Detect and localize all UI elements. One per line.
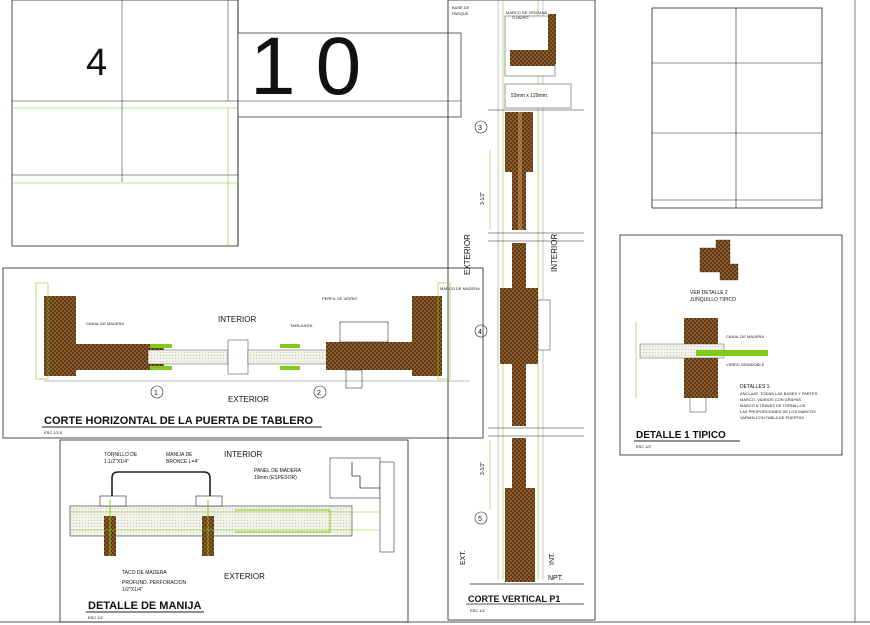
vertical-interior: INTERIOR xyxy=(550,234,559,272)
panel-spec: 19mm (ESPESOR) xyxy=(254,475,297,481)
svg-text:CANAL DE MADERA: CANAL DE MADERA xyxy=(86,321,124,326)
ver-detalle: VER DETALLE 2 xyxy=(690,290,728,296)
svg-text:PARQUE: PARQUE xyxy=(452,11,469,16)
sheet-number: 4 xyxy=(86,42,107,84)
vertical-int: INT. xyxy=(549,553,556,566)
dim-lower: 3-1/2" xyxy=(480,462,486,475)
svg-text:CANAL DE MADERA: CANAL DE MADERA xyxy=(726,334,764,339)
horizontal-title: CORTE HORIZONTAL DE LA PUERTA DE TABLERO xyxy=(44,415,314,427)
corte-horizontal: INTERIOR EXTERIOR 1 2 CANAL DE MADERA PE… xyxy=(2,267,484,439)
manija-exterior: EXTERIOR xyxy=(224,572,265,581)
svg-text:O MURO: O MURO xyxy=(512,15,528,20)
manija-scale: ESC 1/2 xyxy=(88,615,104,620)
svg-text:MARCO DE VENTANA: MARCO DE VENTANA xyxy=(506,10,548,15)
svg-text:ANCLAJE: TODAS LAS BASES Y PAR: ANCLAJE: TODAS LAS BASES Y PARTES xyxy=(740,391,818,396)
vertical-scale: ESC 1/2 xyxy=(470,608,486,613)
callout-3: 3 xyxy=(478,125,482,132)
callout-5: 5 xyxy=(478,516,482,523)
manija-label: MANIJA DE xyxy=(166,452,193,458)
tornillo-label: TORNILLO DE xyxy=(104,452,138,458)
tarugo-label: TACO DE MADERA xyxy=(122,570,167,576)
svg-text:VIDRIO SEMIDOBLE: VIDRIO SEMIDOBLE xyxy=(726,362,765,367)
vano-label: 53mm x 129mm. xyxy=(511,93,548,99)
manija-spec: BRONCE L=4" xyxy=(166,459,199,465)
corte-vertical-frame: 53mm x 129mm. BASE DE PARQUE MARCO DE VE… xyxy=(447,0,596,621)
panel-label: PANEL DE MADERA xyxy=(254,468,302,474)
callout-2: 2 xyxy=(317,390,321,397)
svg-text:VARIAN CON TABLA DE PUERTAS: VARIAN CON TABLA DE PUERTAS xyxy=(740,415,804,420)
svg-text:MARCO, VIDRIOS CON GRAPAS: MARCO, VIDRIOS CON GRAPAS xyxy=(740,397,801,402)
vertical-exterior: EXTERIOR xyxy=(463,234,472,275)
callout-1: 1 xyxy=(154,390,158,397)
svg-text:MARCO A TRAVES DE TORNILLOS: MARCO A TRAVES DE TORNILLOS xyxy=(740,403,806,408)
detalle-title: DETALLE 1 TIPICO xyxy=(636,430,726,441)
svg-text:PERFIL DE VIDRIO: PERFIL DE VIDRIO xyxy=(322,296,357,301)
tornillo-spec: 1.1/2"X1/4" xyxy=(104,459,129,465)
detalle-1: VER DETALLE 2 JUNQUILLO TIPICO CANAL DE … xyxy=(619,234,843,456)
detalles-head: DETALLES 1: xyxy=(740,384,771,390)
detalle-scale: ESC 1/2 xyxy=(636,444,652,449)
big-label: 10 xyxy=(250,21,381,112)
horizontal-scale: ESC 1/2.5 xyxy=(44,430,63,435)
vertical-npt: NPT. xyxy=(548,575,563,582)
callout-4: 4 xyxy=(478,329,482,336)
horizontal-exterior: EXTERIOR xyxy=(228,395,269,404)
svg-text:BASE DE: BASE DE xyxy=(452,5,470,10)
dim-upper: 3-1/2" xyxy=(480,192,486,205)
junquillo: JUNQUILLO TIPICO xyxy=(690,297,736,303)
horizontal-interior: INTERIOR xyxy=(218,315,256,324)
svg-text:MARCO DE MADERA: MARCO DE MADERA xyxy=(440,286,480,291)
svg-text:TAPAJUNTA: TAPAJUNTA xyxy=(290,323,313,328)
svg-text:LAS PROPORCIONES DE LOS MARCOS: LAS PROPORCIONES DE LOS MARCOS xyxy=(740,409,816,414)
vertical-ext: EXT. xyxy=(460,550,467,565)
title-block: 4 10 xyxy=(11,0,462,247)
manija-title: DETALLE DE MANIJA xyxy=(88,600,202,612)
detalle-manija: INTERIOR EXTERIOR TORNILLO DE 1.1/2"X1/4… xyxy=(59,439,409,623)
perforacion-label: PROFUND. PERFORACION xyxy=(122,580,187,586)
perforacion-spec: 1/2"X1/4" xyxy=(122,587,143,593)
manija-interior: INTERIOR xyxy=(224,450,262,459)
vertical-title: CORTE VERTICAL P1 xyxy=(468,594,560,604)
finish-table xyxy=(651,7,823,209)
